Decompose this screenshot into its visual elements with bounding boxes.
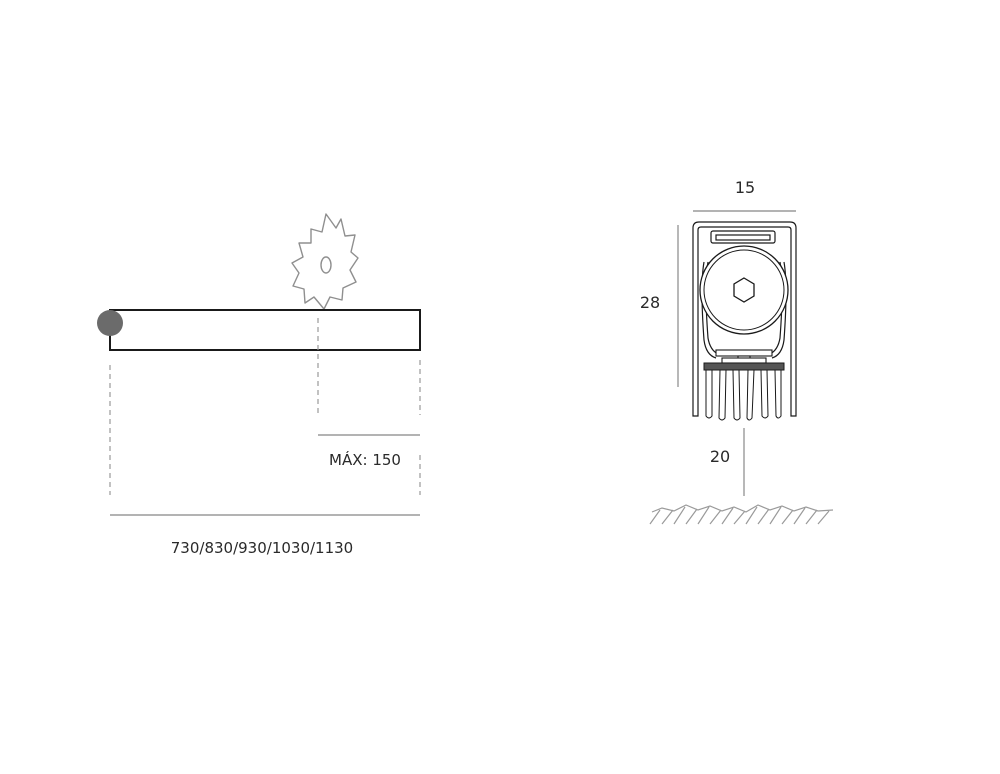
side-view: MÁX: 150 730/830/930/1030/1130 bbox=[97, 213, 421, 557]
cross-section-view: 15 28 bbox=[640, 178, 834, 525]
rubber-seal-fingers bbox=[705, 369, 782, 421]
seal-base-plate bbox=[703, 362, 785, 371]
pivot-dot-icon bbox=[97, 310, 123, 336]
hex-socket-screw-icon bbox=[733, 277, 755, 303]
travel-label: 20 bbox=[710, 447, 730, 466]
seal-bar-profile bbox=[109, 309, 421, 351]
floor-hatching-icon bbox=[649, 504, 834, 525]
carriage-block bbox=[710, 230, 776, 244]
housing-profile bbox=[692, 221, 797, 417]
roller bbox=[699, 245, 789, 335]
max-cut-label: MÁX: 150 bbox=[329, 450, 401, 469]
extension-lines bbox=[109, 318, 421, 495]
width-label: 15 bbox=[735, 178, 755, 197]
circular-saw-blade-icon bbox=[291, 213, 359, 310]
length-label: 730/830/930/1030/1130 bbox=[171, 539, 353, 557]
t-connector bbox=[715, 349, 773, 364]
height-label: 28 bbox=[640, 293, 660, 312]
